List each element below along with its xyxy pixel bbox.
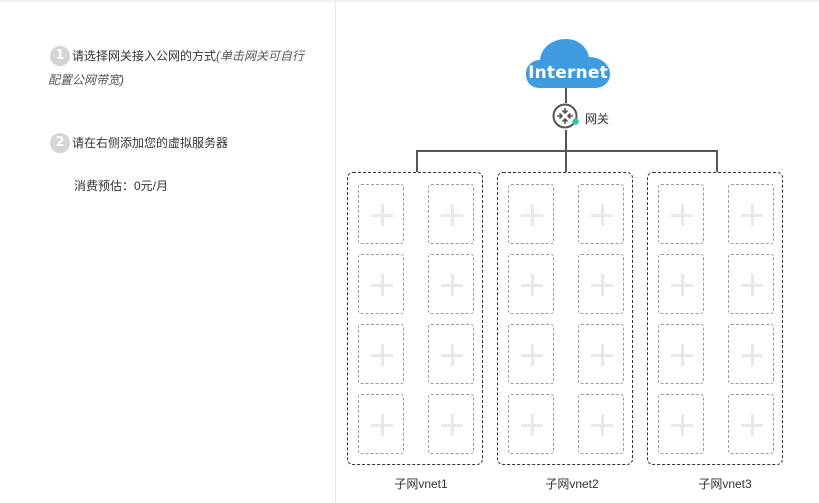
subnet-vnet2-label: 子网vnet2 bbox=[545, 477, 599, 491]
instructions-panel: 1 请选择网关接入公网的方式(单击网关可自行 配置公网带宽) 2 请在右侧添加您… bbox=[0, 2, 336, 503]
add-server-slot[interactable] bbox=[508, 184, 554, 244]
add-server-slot[interactable] bbox=[508, 324, 554, 384]
add-server-slot[interactable] bbox=[728, 324, 774, 384]
step-1-hint-line2: 配置公网带宽) bbox=[48, 73, 124, 87]
add-server-slot[interactable] bbox=[428, 324, 474, 384]
step-number-badge: 2 bbox=[50, 133, 70, 153]
add-server-slot[interactable] bbox=[658, 324, 704, 384]
add-server-slot[interactable] bbox=[358, 394, 404, 454]
add-server-slot[interactable] bbox=[658, 394, 704, 454]
add-server-slot[interactable] bbox=[508, 394, 554, 454]
cost-estimate: 消费预估：0元/月 bbox=[74, 179, 169, 193]
step-2-text: 请在右侧添加您的虚拟服务器 bbox=[72, 136, 229, 150]
add-server-slot[interactable] bbox=[358, 324, 404, 384]
add-server-slot[interactable] bbox=[658, 184, 704, 244]
subnet-vnet1-label: 子网vnet1 bbox=[394, 477, 448, 491]
add-server-slot[interactable] bbox=[428, 184, 474, 244]
add-server-slot[interactable] bbox=[358, 184, 404, 244]
add-server-slot[interactable] bbox=[728, 184, 774, 244]
step-number-badge: 1 bbox=[50, 46, 70, 66]
step-1-text: 请选择网关接入公网的方式 bbox=[72, 49, 217, 63]
add-server-slot[interactable] bbox=[578, 394, 624, 454]
add-server-slot[interactable] bbox=[428, 394, 474, 454]
add-server-slot[interactable] bbox=[578, 324, 624, 384]
subnet-vnet3 bbox=[647, 172, 783, 465]
subnet-vnet3-label: 子网vnet3 bbox=[698, 477, 752, 491]
add-server-slot[interactable] bbox=[358, 254, 404, 314]
step-1-hint: (单击网关可自行 bbox=[216, 49, 305, 63]
add-server-slot[interactable] bbox=[578, 184, 624, 244]
gateway-router-icon[interactable] bbox=[552, 102, 580, 130]
add-server-slot[interactable] bbox=[578, 254, 624, 314]
internet-cloud-icon[interactable] bbox=[526, 36, 610, 90]
top-divider bbox=[0, 0, 819, 2]
add-server-slot[interactable] bbox=[508, 254, 554, 314]
add-server-slot[interactable] bbox=[428, 254, 474, 314]
subnet-vnet1 bbox=[347, 172, 483, 465]
add-server-slot[interactable] bbox=[728, 254, 774, 314]
subnet-vnet2 bbox=[497, 172, 633, 465]
add-server-slot[interactable] bbox=[658, 254, 704, 314]
gateway-label: 网关 bbox=[585, 112, 610, 126]
add-server-slot[interactable] bbox=[728, 394, 774, 454]
internet-label: Internet bbox=[528, 63, 608, 83]
